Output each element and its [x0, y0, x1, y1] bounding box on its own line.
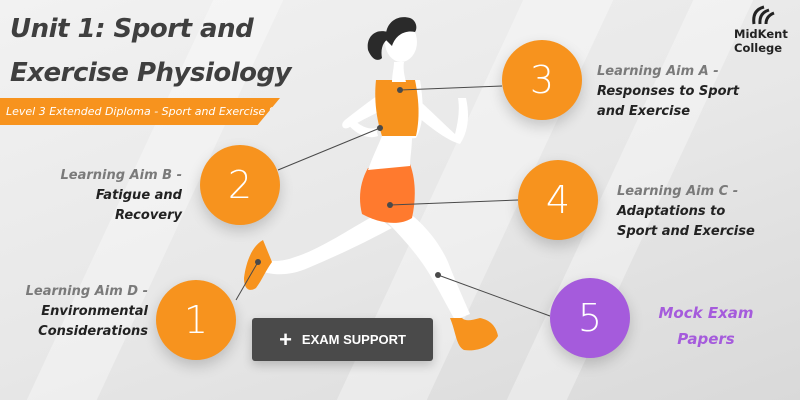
learning-aim-b-label: Learning Aim B - Fatigue and Recovery: [30, 166, 182, 226]
logo-icon: [752, 5, 775, 25]
runner-waist: [368, 136, 412, 170]
aim-line: Adaptations to: [617, 204, 726, 219]
aim-line: Considerations: [38, 324, 148, 339]
mock-exam-line-1: Mock Exam: [658, 304, 754, 322]
college-logo: MidKent College: [732, 4, 796, 60]
aim-number-circle[interactable]: 4: [518, 160, 598, 240]
aim-number-circle[interactable]: 3: [502, 40, 582, 120]
running-top: [375, 80, 419, 136]
aim-number-circle[interactable]: 1: [156, 280, 236, 360]
front-arm: [410, 92, 468, 144]
aim-line: Recovery: [115, 208, 182, 223]
aim-line: Sport and Exercise: [617, 224, 755, 239]
aim-line: Fatigue and: [95, 188, 182, 203]
mock-exam-circle[interactable]: 5: [550, 278, 630, 358]
mock-exam-label[interactable]: Mock Exam Papers: [646, 300, 766, 352]
exam-support-button[interactable]: + EXAM SUPPORT: [252, 318, 433, 361]
learning-aim-a-label: Learning Aim A - Responses to Sport and …: [597, 62, 739, 122]
aim-title: Learning Aim D -: [25, 284, 148, 299]
runner-hair: [385, 17, 417, 46]
exam-support-label: EXAM SUPPORT: [301, 332, 406, 347]
front-leg: [385, 210, 498, 351]
page-title-line-2: Exercise Physiology: [10, 58, 292, 88]
aim-title: Learning Aim B -: [60, 168, 182, 183]
page-title-line-1: Unit 1: Sport and: [10, 14, 254, 44]
logo-text-line-2: College: [734, 41, 783, 55]
aim-line: Environmental: [41, 304, 148, 319]
learning-aim-c-label: Learning Aim C - Adaptations to Sport an…: [617, 182, 755, 242]
mock-exam-line-2: Papers: [677, 330, 735, 348]
runner-neck: [392, 62, 406, 82]
aim-title: Learning Aim C -: [617, 184, 739, 199]
plus-icon: +: [279, 326, 292, 352]
aim-line: Responses to Sport: [597, 84, 740, 99]
aim-line: and Exercise: [597, 104, 691, 119]
aim-number-circle[interactable]: 2: [200, 145, 280, 225]
learning-aim-d-label: Learning Aim D - Environmental Considera…: [4, 282, 148, 342]
runner-ponytail: [367, 31, 390, 60]
subtitle-text: Level 3 Extended Diploma - Sport and Exe…: [6, 105, 312, 118]
logo-text-line-1: MidKent: [734, 27, 788, 41]
aim-title: Learning Aim A -: [597, 64, 719, 79]
running-shorts: [360, 164, 415, 223]
subtitle-banner: Level 3 Extended Diploma - Sport and Exe…: [0, 98, 280, 125]
